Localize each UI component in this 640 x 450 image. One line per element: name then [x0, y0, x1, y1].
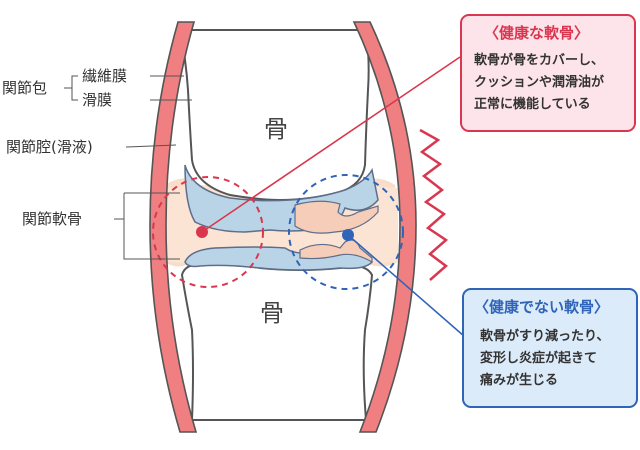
- healthy-line-2: クッションや潤滑油が: [474, 75, 605, 90]
- unhealthy-box-text: 軟骨がすり減ったり、 変形し炎症が起きて 痛みが生じる: [480, 326, 609, 392]
- lower-bone-label: 骨: [260, 299, 284, 327]
- cartilage-bracket: [114, 192, 180, 260]
- unhealthy-highlight-circle: [288, 174, 404, 290]
- articular-cartilage-label: 関節軟骨: [22, 210, 83, 228]
- synovial-membrane-label: 滑膜: [82, 91, 113, 109]
- unhealthy-box-title: 〈健康でない軟骨〉: [474, 298, 610, 316]
- upper-bone-label: 骨: [264, 115, 288, 143]
- healthy-line-3: 正常に機能している: [474, 97, 591, 112]
- unhealthy-cartilage-box: 〈健康でない軟骨〉 軟骨がすり減ったり、 変形し炎症が起きて 痛みが生じる: [462, 288, 638, 408]
- cavity-leader: [125, 144, 177, 148]
- healthy-highlight-circle: [152, 176, 264, 288]
- fibrous-membrane-label: 繊維膜: [82, 67, 128, 85]
- joint-capsule-right: [352, 21, 417, 433]
- lower-bone: [180, 262, 374, 421]
- unhealthy-line-2: 変形し炎症が起きて: [480, 351, 598, 366]
- capsule-bracket: [64, 75, 78, 101]
- unhealthy-line-3: 痛みが生じる: [480, 373, 559, 388]
- upper-cartilage-wear: [294, 200, 379, 234]
- lower-cartilage-wear: [299, 239, 373, 264]
- healthy-dot: [196, 226, 208, 238]
- capsule-label: 関節包: [2, 79, 48, 97]
- pain-zigzag-icon: [419, 128, 449, 281]
- unhealthy-leader-line: [347, 234, 481, 351]
- healthy-cartilage-box: 〈健康な軟骨〉 軟骨が骨をカバーし、 クッションや潤滑油が 正常に機能している: [460, 14, 636, 132]
- healthy-box-text: 軟骨が骨をカバーし、 クッションや潤滑油が 正常に機能している: [474, 50, 604, 116]
- healthy-line-1: 軟骨が骨をカバーし、: [474, 53, 605, 68]
- unhealthy-dot: [342, 229, 354, 241]
- healthy-box-title: 〈健康な軟骨〉: [484, 24, 590, 42]
- joint-capsule-left: [149, 21, 198, 433]
- healthy-leader-line: [201, 56, 461, 233]
- unhealthy-line-1: 軟骨がすり減ったり、: [480, 329, 610, 344]
- joint-cavity-label: 関節腔(滑液): [6, 138, 93, 156]
